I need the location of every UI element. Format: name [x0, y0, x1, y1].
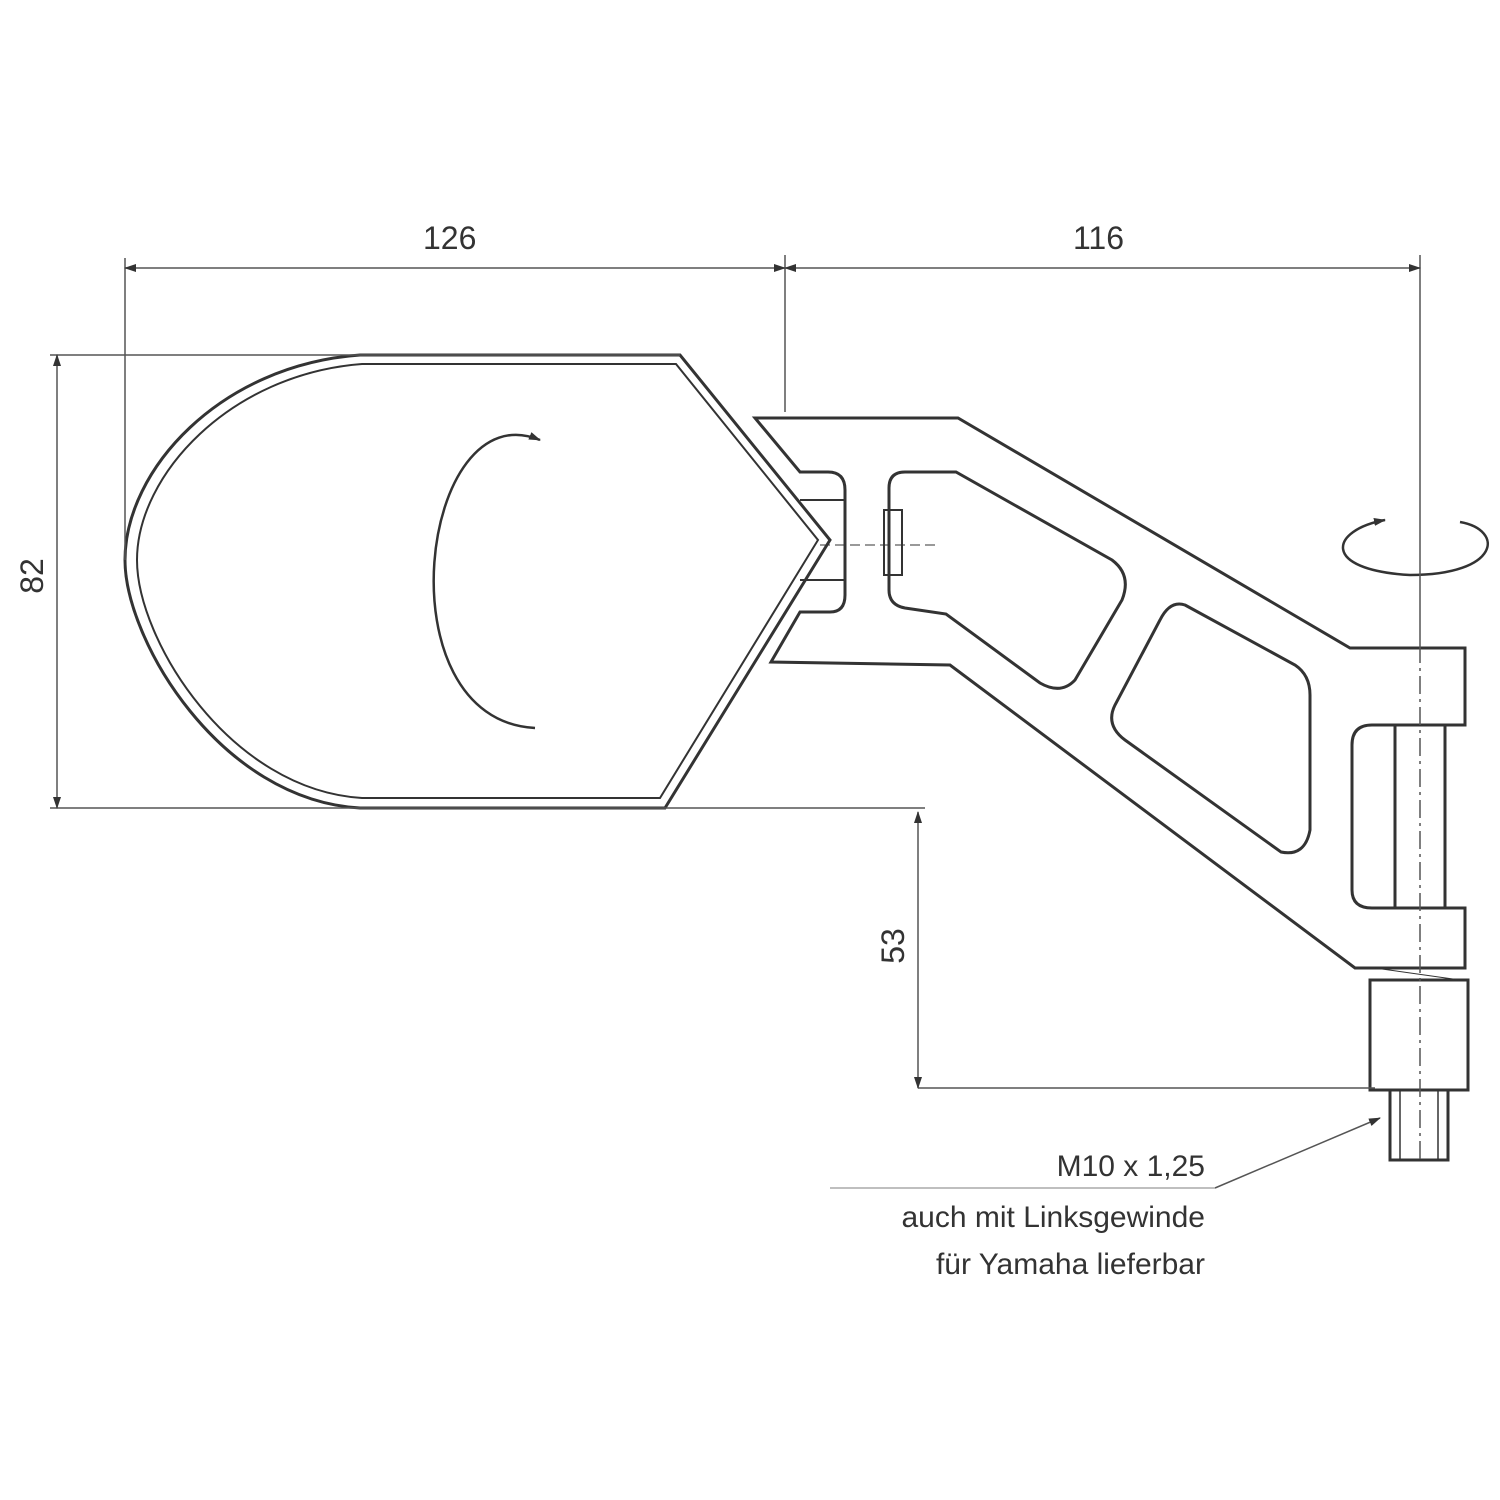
mirror-housing-inner — [135, 363, 820, 799]
mount-thread — [1388, 1088, 1450, 1162]
dimension-126: 126 — [423, 220, 477, 256]
ball-joint — [883, 509, 903, 576]
dimension-116: 116 — [1073, 220, 1125, 256]
thread-note-line2: auch mit Linksgewinde — [901, 1201, 1205, 1234]
mirror-rotation-arrow — [432, 432, 541, 730]
mirror-housing-outline — [123, 353, 832, 810]
thread-note-line3: für Yamaha lieferbar — [935, 1248, 1205, 1281]
thread-leader — [1214, 1117, 1381, 1189]
dimension-53: 53 — [874, 928, 911, 964]
dimension-82: 82 — [13, 558, 50, 594]
arm-rotation-arrow — [1341, 518, 1489, 577]
thread-spec: M10 x 1,25 — [1056, 1150, 1205, 1183]
mirror-arm — [751, 416, 1467, 970]
arm-pocket-2 — [1110, 602, 1312, 855]
mount-nut — [1368, 978, 1470, 1092]
arm-pocket-1 — [887, 470, 1127, 690]
